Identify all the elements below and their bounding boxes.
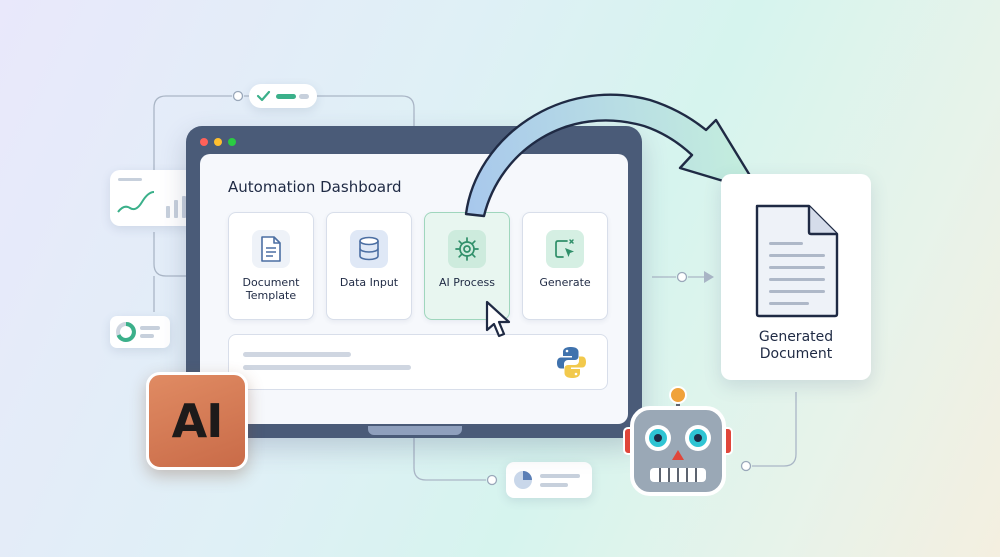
- line-chart-icon: [117, 191, 155, 213]
- document-icon: [252, 230, 290, 268]
- script-panel: [228, 334, 608, 390]
- window-minimize-dot[interactable]: [214, 138, 222, 146]
- database-icon: [350, 230, 388, 268]
- generate-card[interactable]: Generate: [522, 212, 608, 320]
- status-check-widget: [249, 84, 317, 108]
- card-label-line-2: Template: [245, 289, 297, 302]
- laptop: Automation Dashboard Document Template: [186, 126, 642, 438]
- card-label: Generate: [539, 276, 591, 289]
- dashboard-screen: Automation Dashboard Document Template: [200, 154, 628, 424]
- ai-badge-text: AI: [171, 394, 224, 448]
- dashboard-title: Automation Dashboard: [228, 178, 402, 196]
- pie-summary-widget: [506, 462, 592, 498]
- laptop-base-notch: [368, 426, 462, 435]
- checkmark-icon: [256, 90, 271, 102]
- generate-icon: [546, 230, 584, 268]
- card-label-line-1: Document: [242, 276, 300, 289]
- python-logo-icon: [557, 347, 586, 378]
- generated-document-card[interactable]: Generated Document: [721, 174, 871, 380]
- card-label: Data Input: [339, 276, 399, 289]
- doc-label-line-1: Generated: [758, 329, 834, 345]
- progress-donut-widget: [110, 316, 170, 348]
- window-close-dot[interactable]: [200, 138, 208, 146]
- window-maximize-dot[interactable]: [228, 138, 236, 146]
- donut-chart-icon: [116, 322, 136, 342]
- ai-process-card[interactable]: AI Process: [424, 212, 510, 320]
- doc-label-line-2: Document: [759, 346, 833, 362]
- data-input-card[interactable]: Data Input: [326, 212, 412, 320]
- robot-icon: [623, 386, 733, 496]
- card-label: Document Template: [229, 276, 313, 302]
- ai-badge: AI: [146, 372, 248, 470]
- pie-chart-icon: [514, 471, 532, 489]
- generated-document-icon: [755, 204, 839, 318]
- cursor-pointer-icon: [485, 300, 511, 338]
- card-label: AI Process: [439, 276, 495, 289]
- generated-document-label: Generated Document: [721, 329, 871, 363]
- document-template-card[interactable]: Document Template: [228, 212, 314, 320]
- gear-icon: [448, 230, 486, 268]
